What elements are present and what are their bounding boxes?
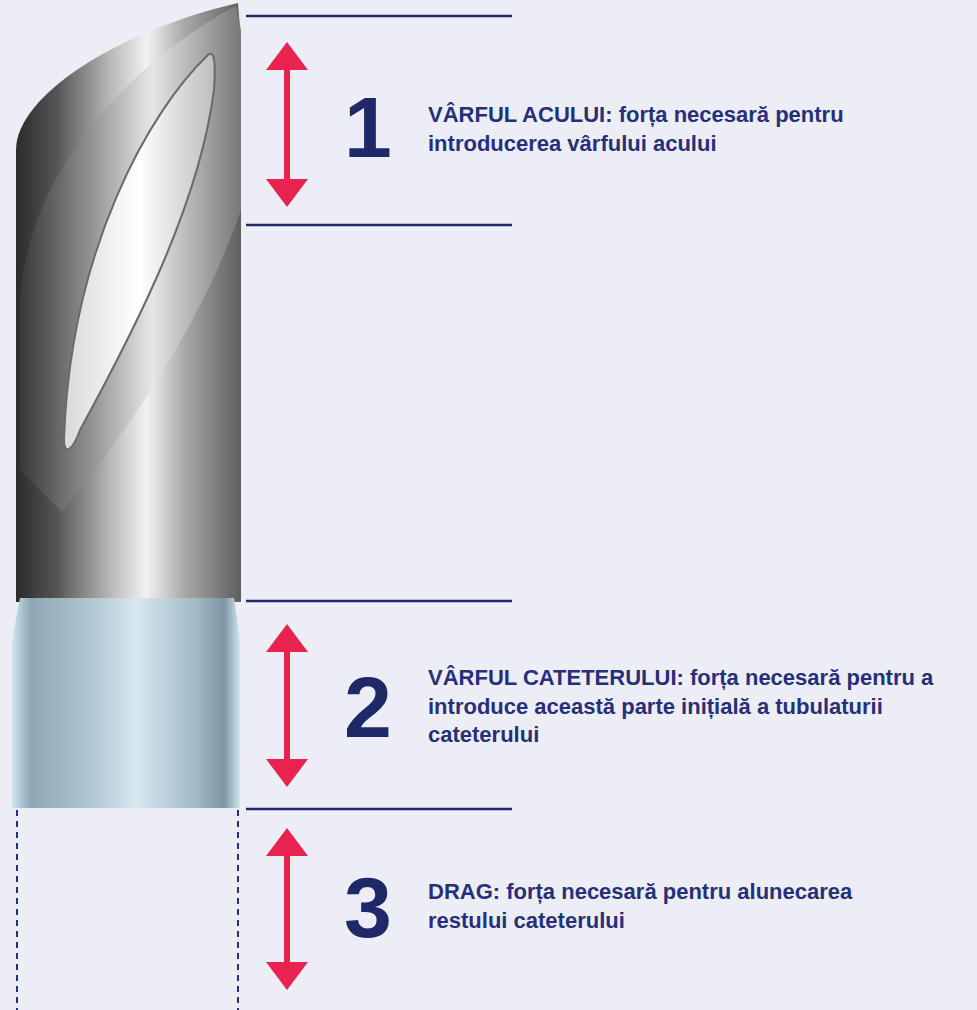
catheter-outline [16, 810, 18, 1010]
callout-number: 2 [344, 664, 392, 750]
needle-body [16, 3, 241, 602]
catheter-outline [237, 810, 239, 1010]
callout-number: 3 [344, 864, 392, 950]
needle-bevel [20, 6, 241, 512]
callout-number: 1 [344, 84, 392, 170]
callout-label: DRAG: forța necesară pentru alunecarea r… [428, 878, 898, 935]
needle-lumen [64, 54, 215, 450]
catheter-tip [12, 598, 240, 808]
dimension-arrows [266, 42, 308, 990]
callout-label: VÂRFUL CATETERULUI: forța necesară pentr… [428, 664, 958, 750]
callout-label: VÂRFUL ACULUI: forța necesară pentru int… [428, 101, 898, 158]
